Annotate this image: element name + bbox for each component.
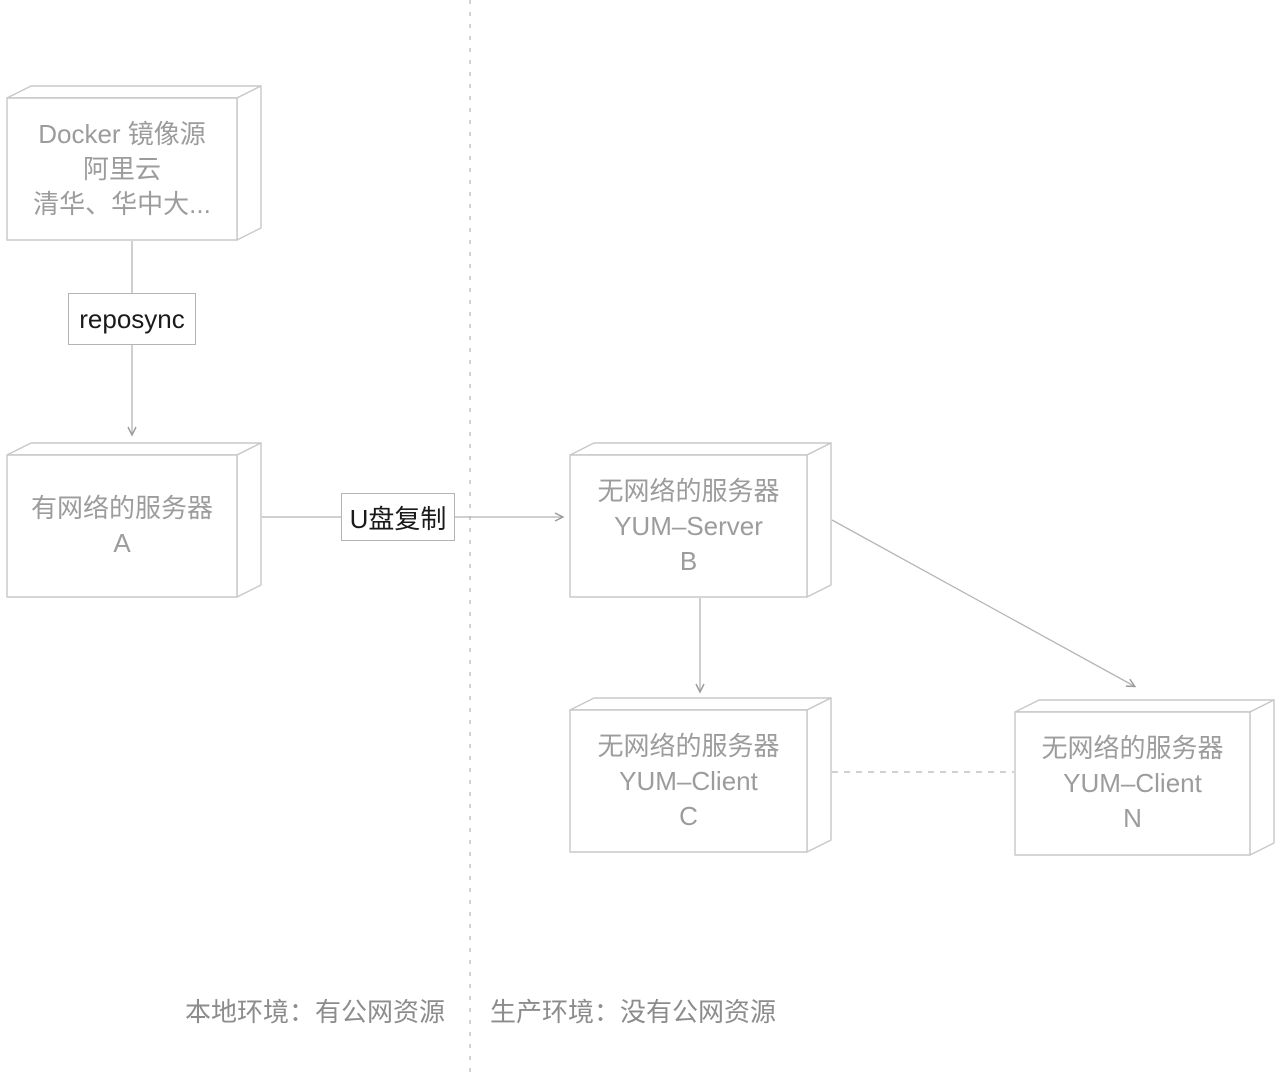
node-yum-server-b-face-right	[806, 442, 832, 598]
node-yum-client-n-shape	[1014, 699, 1275, 856]
caption-local-env: 本地环境：有公网资源	[185, 997, 446, 1027]
node-yum-client-n-face-front	[1014, 711, 1251, 856]
node-yum-client-c-face-front	[569, 709, 808, 853]
node-server-a-face-front	[6, 454, 238, 598]
node-yum-server-b-shape	[569, 442, 832, 598]
node-mirror-shape	[6, 85, 262, 241]
node-yum-client-c-face-top	[569, 697, 832, 711]
node-yum-client-n-face-right	[1249, 699, 1275, 856]
node-yum-client-n-face-top	[1014, 699, 1275, 713]
node-server-a-face-right	[236, 442, 262, 598]
caption-prod-env: 生产环境：没有公网资源	[490, 997, 777, 1027]
node-mirror-face-right	[236, 85, 262, 241]
node-yum-server-b-face-top	[569, 442, 832, 456]
node-yum-server-b-face-front	[569, 454, 808, 598]
reposync-edge-label: reposync	[68, 293, 196, 345]
node-yum-client-c-face-right	[806, 697, 832, 853]
node-server-a-face-top	[6, 442, 262, 456]
edge-yum-server-b-to-client-n	[831, 519, 1137, 688]
node-server-a-shape	[6, 442, 262, 598]
usb-copy-edge-label: U盘复制	[341, 493, 455, 541]
node-mirror-face-top	[6, 85, 262, 99]
node-mirror-face-front	[6, 97, 238, 241]
node-yum-client-c-shape	[569, 697, 832, 853]
